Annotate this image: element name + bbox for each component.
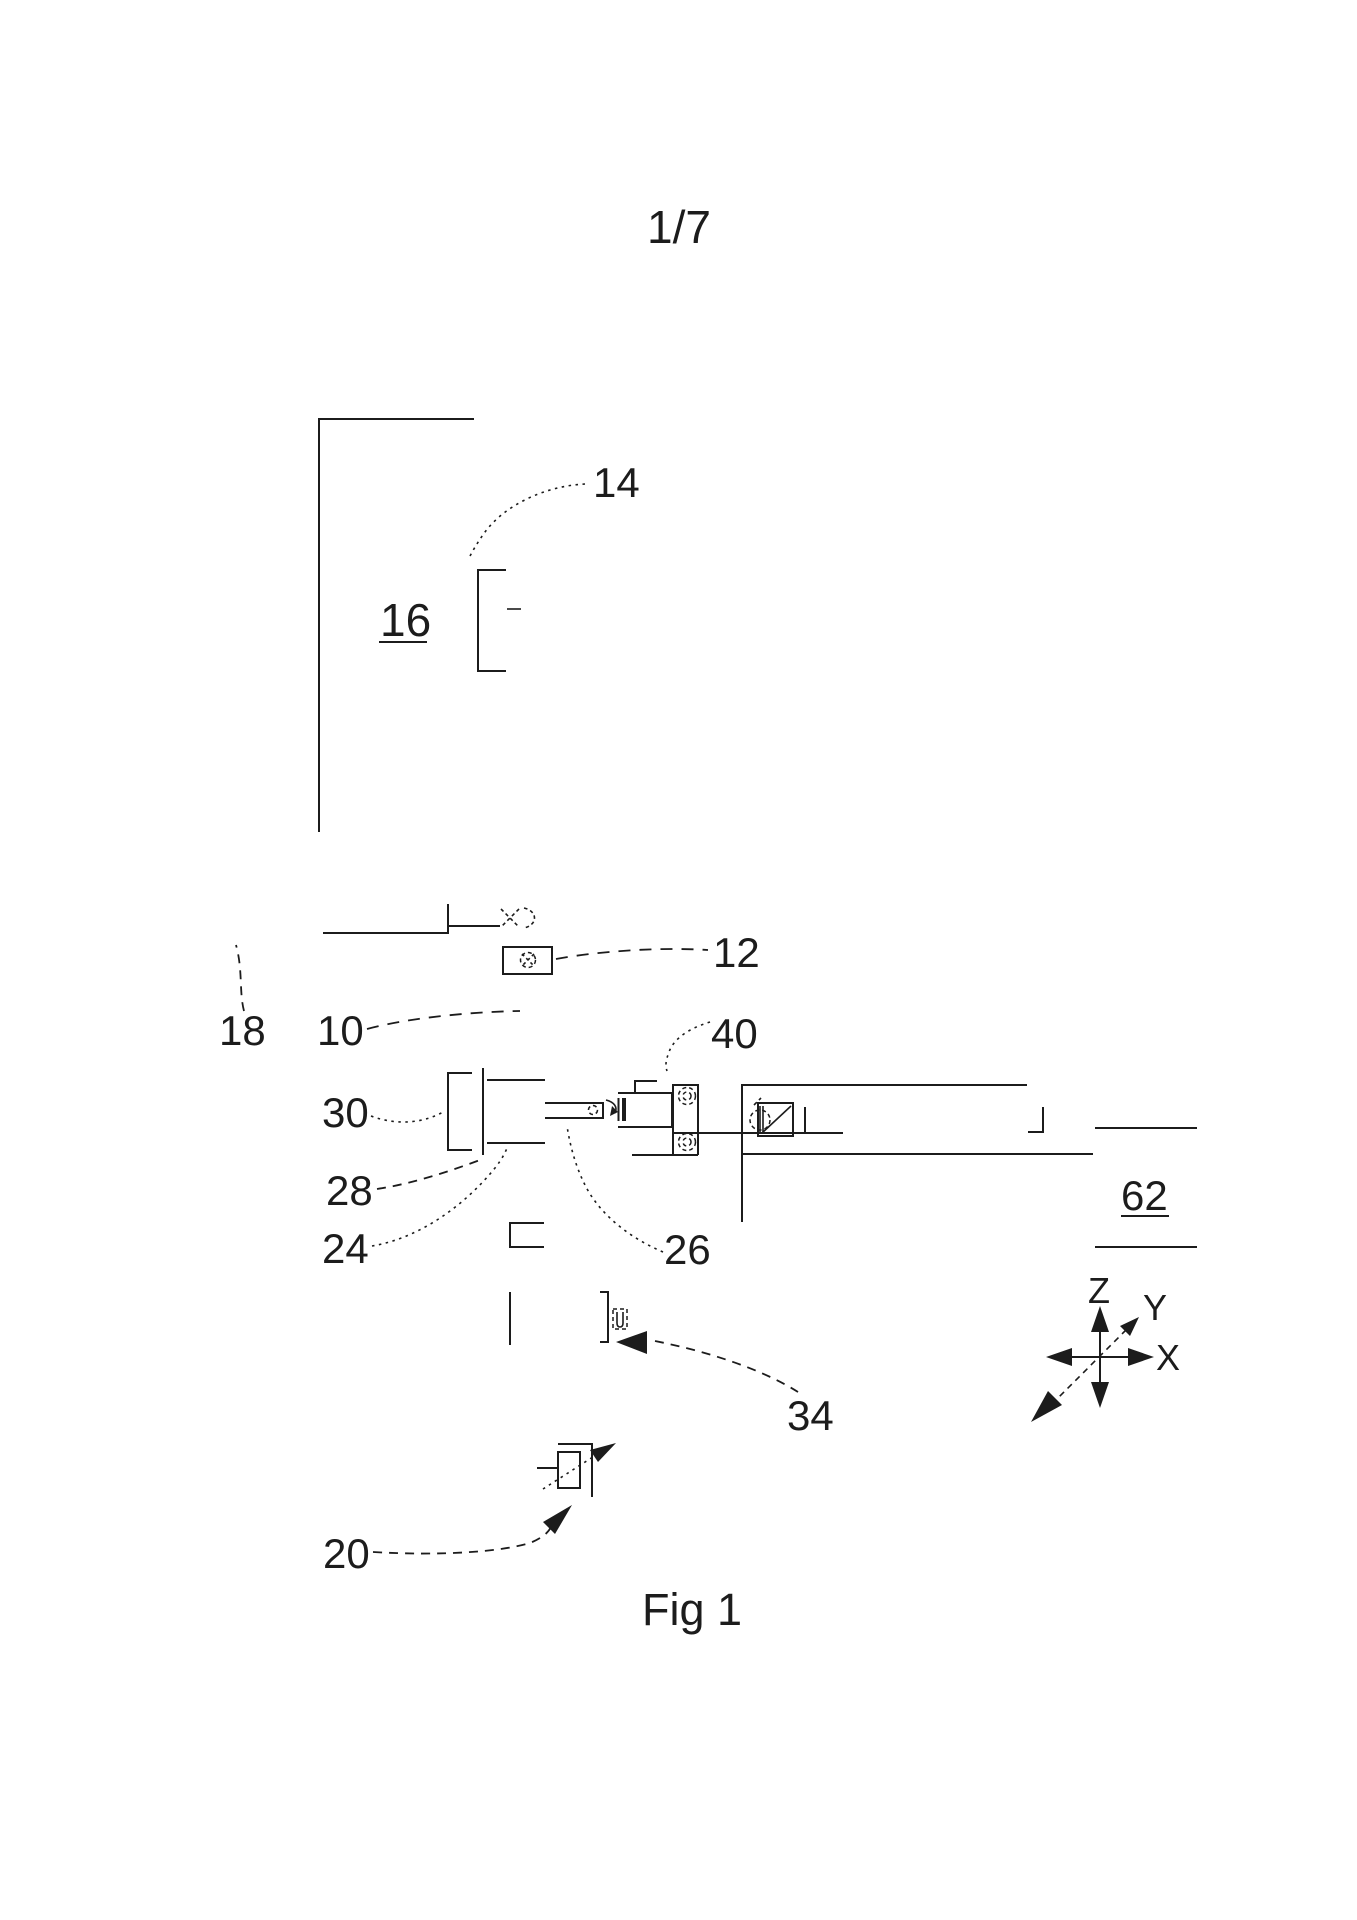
ref-label-40: 40 (711, 1010, 758, 1057)
leader-14 (467, 483, 586, 561)
leader-10 (366, 1010, 521, 1030)
axis-arrow-left-icon (1046, 1348, 1072, 1366)
figure-caption: Fig 1 (642, 1584, 742, 1635)
axis-y-label: Y (1143, 1287, 1167, 1328)
screw-column (632, 1084, 699, 1156)
arrow-up-right-icon (543, 1505, 572, 1534)
ref-label-26: 26 (664, 1226, 711, 1273)
break-symbol (500, 907, 536, 929)
leader-18 (235, 944, 245, 1012)
ref-label-18: 18 (219, 1007, 266, 1054)
sheet-page-indicator: 1/7 (647, 201, 711, 253)
bracket-16 (477, 569, 521, 672)
axis-x-label: X (1156, 1337, 1180, 1378)
ref-label-62: 62 (1121, 1172, 1168, 1219)
stage-62-frame (673, 1084, 1197, 1248)
axis-arrow-down-icon (1091, 1382, 1109, 1408)
axis-arrow-right-icon (1128, 1348, 1154, 1366)
plate-30-assembly (447, 1068, 545, 1155)
leader-34 (654, 1340, 799, 1393)
ref-label-14: 14 (593, 459, 640, 506)
lower-bracket (509, 1222, 609, 1345)
component-34 (612, 1308, 647, 1354)
leader-30 (370, 1110, 446, 1123)
sensor-block-62 (749, 1097, 794, 1137)
leader-24 (371, 1147, 508, 1247)
leader-12 (555, 948, 709, 960)
ref-label-12: 12 (713, 929, 760, 976)
arrow-up-right-icon (590, 1443, 616, 1462)
leader-26 (566, 1125, 664, 1253)
component-20 (537, 1443, 616, 1534)
arrow-left-icon (616, 1331, 647, 1354)
axis-arrow-downleft-icon (1031, 1391, 1062, 1422)
ref-label-16: 16 (380, 594, 431, 646)
axes-indicator: Z Y X (1031, 1270, 1180, 1422)
leader-40 (665, 1021, 711, 1072)
ref-label-24: 24 (322, 1225, 369, 1272)
ref-label-30: 30 (322, 1089, 369, 1136)
frame-shelf (323, 904, 500, 934)
block-40 (618, 1080, 673, 1128)
rod-tip-arrow-icon (610, 1106, 618, 1116)
ref-label-20: 20 (323, 1530, 370, 1577)
ref-label-10: 10 (317, 1007, 364, 1054)
ref-label-28: 28 (326, 1167, 373, 1214)
axis-z-label: Z (1088, 1270, 1110, 1311)
coupler (617, 1098, 626, 1121)
sensor-12 (502, 946, 553, 975)
rod-26 (545, 1099, 618, 1119)
axis-arrow-up-icon (1091, 1306, 1109, 1332)
axis-arrow-upright-icon (1120, 1317, 1139, 1336)
leader-28 (376, 1159, 481, 1190)
ref-label-34: 34 (787, 1392, 834, 1439)
frame-16-outline (318, 418, 474, 832)
leader-20 (372, 1526, 552, 1555)
